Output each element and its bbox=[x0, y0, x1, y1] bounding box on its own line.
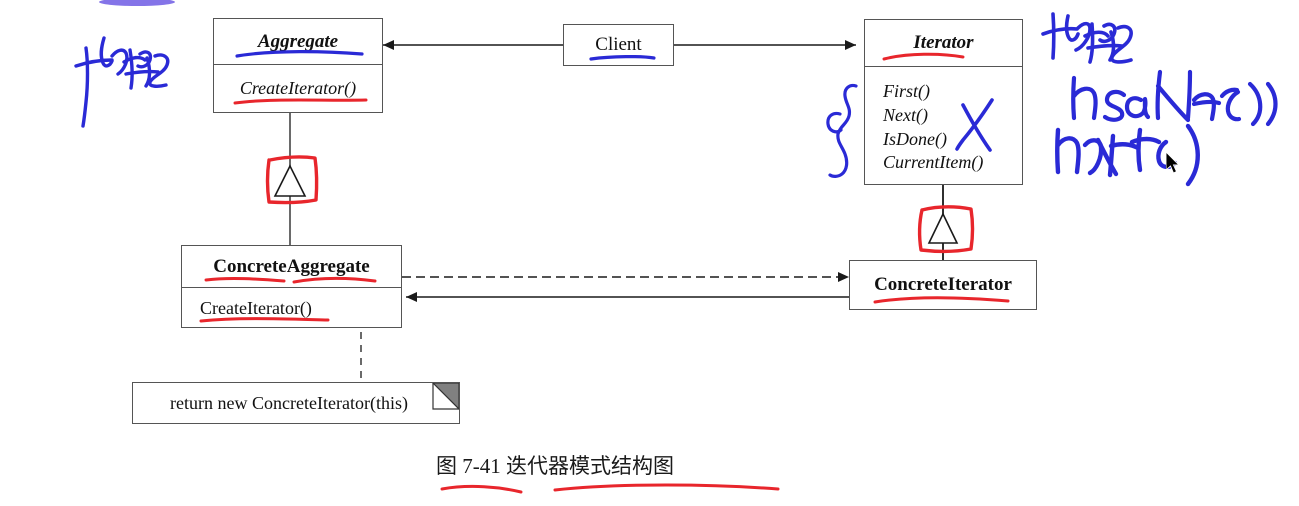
class-aggregate-methods-compartment: CreateIterator() bbox=[214, 64, 382, 112]
class-box-concrete-iterator: ConcreteIterator bbox=[849, 260, 1037, 310]
class-client-title: Client bbox=[595, 34, 642, 56]
class-aggregate-title-compartment: Aggregate bbox=[214, 19, 382, 64]
ink-blue-scribble-right bbox=[1041, 12, 1133, 64]
ink-blue-note-has-next bbox=[1071, 69, 1278, 127]
class-iterator-title: Iterator bbox=[913, 32, 974, 54]
underline-ink-red bbox=[873, 296, 1010, 304]
mouse-cursor-icon bbox=[1166, 152, 1181, 174]
underline-ink-red bbox=[233, 98, 368, 105]
relation-concreteiterator-inherits-iterator bbox=[927, 185, 959, 260]
class-concrete-aggregate-method-0: CreateIterator() bbox=[200, 297, 312, 318]
note-text: return new ConcreteIterator(this) bbox=[170, 392, 408, 413]
underline-ink-blue bbox=[235, 50, 364, 58]
class-iterator-methods-compartment: First() Next() IsDone() CurrentItem() bbox=[865, 66, 1022, 184]
class-iterator-title-compartment: Iterator bbox=[865, 20, 1022, 66]
class-aggregate-method-0: CreateIterator() bbox=[239, 77, 357, 98]
class-concrete-iterator-title: ConcreteIterator bbox=[874, 274, 1012, 296]
ink-red-highlight-right-triangle bbox=[917, 205, 975, 254]
ink-red-caption-underlines bbox=[440, 483, 780, 494]
class-concrete-iterator-title-compartment: ConcreteIterator bbox=[850, 261, 1036, 309]
class-iterator-method-2: IsDone() bbox=[883, 128, 947, 149]
class-concrete-aggregate-methods-compartment: CreateIterator() bbox=[182, 287, 401, 329]
ink-red-highlight-left-triangle bbox=[265, 155, 319, 205]
class-client-title-compartment: Client bbox=[564, 25, 673, 65]
relation-concreteaggregate-inherits-aggregate bbox=[273, 113, 307, 245]
note-fold-corner-icon bbox=[432, 383, 459, 410]
class-iterator-method-3: CurrentItem() bbox=[883, 152, 984, 173]
class-box-aggregate: Aggregate CreateIterator() bbox=[213, 18, 383, 113]
underline-ink-red bbox=[882, 52, 965, 61]
underline-ink-red bbox=[204, 276, 377, 284]
class-iterator-method-0: First() bbox=[883, 81, 930, 101]
ink-blue-scribble-left bbox=[74, 36, 170, 128]
top-edge-artifact bbox=[99, 0, 175, 6]
class-concrete-aggregate-title: ConcreteAggregate bbox=[213, 255, 370, 277]
class-box-concrete-aggregate: ConcreteAggregate CreateIterator() bbox=[181, 245, 402, 328]
figure-caption: 图 7-41 迭代器模式结构图 bbox=[436, 454, 674, 478]
class-concrete-aggregate-title-compartment: ConcreteAggregate bbox=[182, 246, 401, 287]
note-box-createiterator-body: return new ConcreteIterator(this) bbox=[132, 382, 460, 424]
ink-blue-brace bbox=[826, 83, 858, 178]
class-iterator-method-1: Next() bbox=[883, 104, 928, 125]
class-box-iterator: Iterator First() Next() IsDone() Current… bbox=[864, 19, 1023, 185]
underline-ink-red bbox=[199, 317, 330, 323]
class-aggregate-title: Aggregate bbox=[257, 30, 339, 52]
class-box-client: Client bbox=[563, 24, 674, 66]
underline-ink-blue bbox=[589, 55, 656, 61]
